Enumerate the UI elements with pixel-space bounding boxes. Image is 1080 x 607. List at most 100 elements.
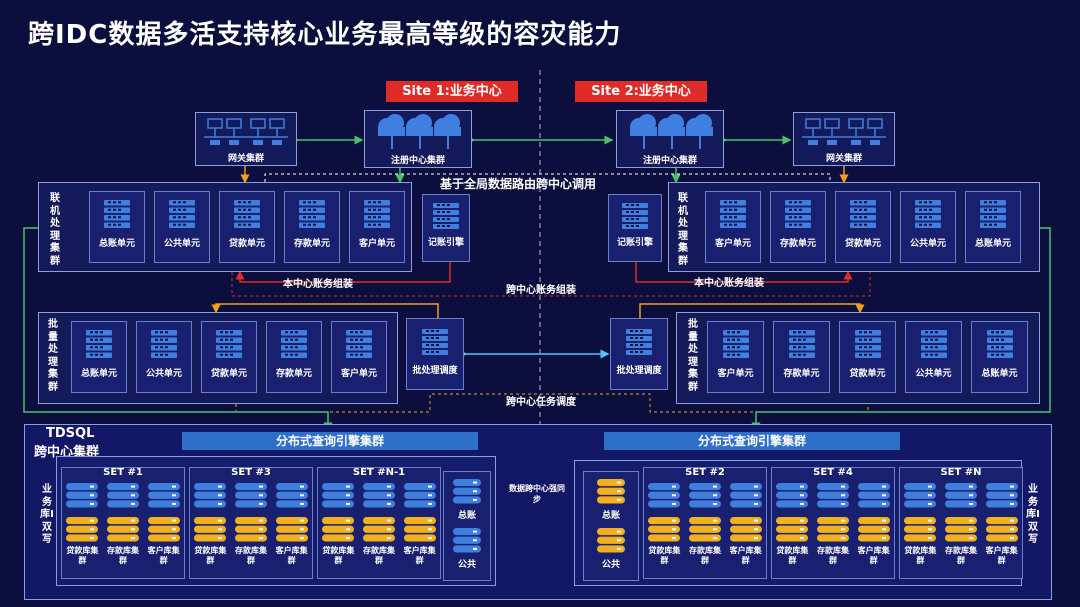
unit-card: 客户单元	[707, 321, 764, 393]
site2-online-cluster: 联机处理集群 客户单元存款单元贷款单元公共单元总账单元	[668, 182, 1040, 272]
server-icon	[854, 330, 881, 358]
database-icon	[857, 483, 890, 508]
rw-label-right: 业务库I双写	[1026, 484, 1040, 545]
site2-batch-cluster: 批量处理集群 客户单元存款单元贷款单元公共单元总账单元	[676, 312, 1040, 404]
db-cluster-label: 贷款库集群	[648, 546, 681, 565]
set-title: SET #N	[940, 467, 982, 478]
database-icon	[857, 517, 890, 542]
database-icon	[234, 483, 267, 508]
unit-card: 总账单元	[965, 191, 1021, 263]
database-icon	[648, 517, 681, 542]
unit-label: 公共单元	[915, 369, 952, 379]
unit-label: 总账单元	[98, 239, 135, 249]
database-icon	[453, 528, 481, 553]
unit-label: 总账单元	[981, 369, 1018, 379]
db-row-yellow	[644, 516, 766, 544]
database-icon	[776, 483, 809, 508]
unit-card: 客户单元	[331, 321, 387, 393]
unit-card: 存款单元	[284, 191, 340, 263]
database-icon	[362, 483, 395, 508]
server-icon	[216, 330, 242, 358]
database-icon	[66, 517, 99, 542]
unit-label: 公共单元	[163, 239, 200, 249]
server-icon	[364, 200, 390, 228]
site2-gateway: 网关集群	[793, 112, 895, 166]
unit-label: 存款单元	[293, 239, 330, 249]
site1-batch-scheduler-label: 批处理调度	[412, 366, 458, 376]
set-title: SET #2	[685, 467, 725, 478]
unit-card: 总账单元	[71, 321, 127, 393]
db-cluster-label: 客户库集群	[985, 546, 1018, 565]
site1-registry-label: 注册中心集群	[390, 156, 445, 166]
database-icon	[688, 483, 721, 508]
site2-batch-scheduler-label: 批处理调度	[616, 366, 662, 376]
global-route-label: 基于全局数据路由跨中心调用	[440, 177, 597, 191]
unit-card: 贷款单元	[839, 321, 896, 393]
set-title: SET #3	[231, 467, 271, 478]
database-icon	[147, 517, 180, 542]
server-icon	[169, 200, 195, 228]
unit-card: 存款单元	[773, 321, 830, 393]
database-icon	[729, 483, 762, 508]
unit-card: 总账单元	[971, 321, 1028, 393]
db-row-yellow	[62, 516, 184, 544]
site1-batch-label: 批量处理集群	[48, 319, 58, 393]
unit-label: 贷款单元	[228, 239, 265, 249]
server-icon	[299, 200, 325, 228]
unit-card: 客户单元	[349, 191, 405, 263]
site2-batch-scheduler: 批处理调度	[610, 318, 668, 390]
db-cluster-label: 客户库集群	[857, 546, 890, 565]
server-icon	[234, 200, 260, 228]
database-icon	[106, 483, 139, 508]
site1-online-label: 联机处理集群	[50, 193, 60, 267]
db-cluster-label: 贷款库集群	[66, 546, 99, 565]
site2-online-label: 联机处理集群	[678, 193, 688, 267]
site1-ledger-engine-label: 记账引擎	[427, 238, 464, 248]
database-icon	[904, 517, 937, 542]
database-icon	[147, 483, 180, 508]
database-icon	[234, 517, 267, 542]
db-row-blue	[772, 482, 894, 510]
database-icon	[985, 483, 1018, 508]
database-icon	[106, 517, 139, 542]
site1-online-units: 总账单元 公共单元 贷款单元 存款单元 客户单元	[89, 191, 405, 263]
database-icon	[194, 483, 227, 508]
database-icon	[985, 517, 1018, 542]
unit-label: 贷款单元	[849, 369, 886, 379]
server-icon	[151, 330, 177, 358]
server-icon	[980, 200, 1006, 228]
cross-assemble-label: 跨中心账务组装	[506, 285, 576, 296]
unit-label: 存款单元	[783, 369, 820, 379]
db-row-blue	[190, 482, 312, 510]
server-icon	[422, 329, 448, 355]
server-icon	[433, 203, 459, 229]
server-icon	[86, 330, 112, 358]
db-cluster-label: 客户库集群	[275, 546, 308, 565]
db-row-blue	[900, 482, 1022, 510]
unit-card: 总账单元	[89, 191, 145, 263]
right-ledger-common: 总账 公共	[583, 471, 639, 581]
db-row-blue	[644, 482, 766, 510]
site2-registry: 注册中心集群	[616, 110, 724, 168]
unit-card: 存款单元	[266, 321, 322, 393]
site1-registry: 注册中心集群	[364, 110, 472, 168]
db-row-blue	[318, 482, 440, 510]
server-icon	[722, 330, 749, 358]
server-icon	[622, 203, 648, 229]
unit-card: 客户单元	[705, 191, 761, 263]
unit-label: 客户单元	[358, 239, 395, 249]
site2-gateway-label: 网关集群	[825, 154, 862, 164]
db-row-yellow	[190, 516, 312, 544]
unit-label: 公共单元	[145, 369, 182, 379]
query-engine-right: 分布式查询引擎集群	[604, 432, 900, 450]
database-icon	[816, 483, 849, 508]
local-assemble-right-label: 本中心账务组装	[694, 278, 764, 289]
